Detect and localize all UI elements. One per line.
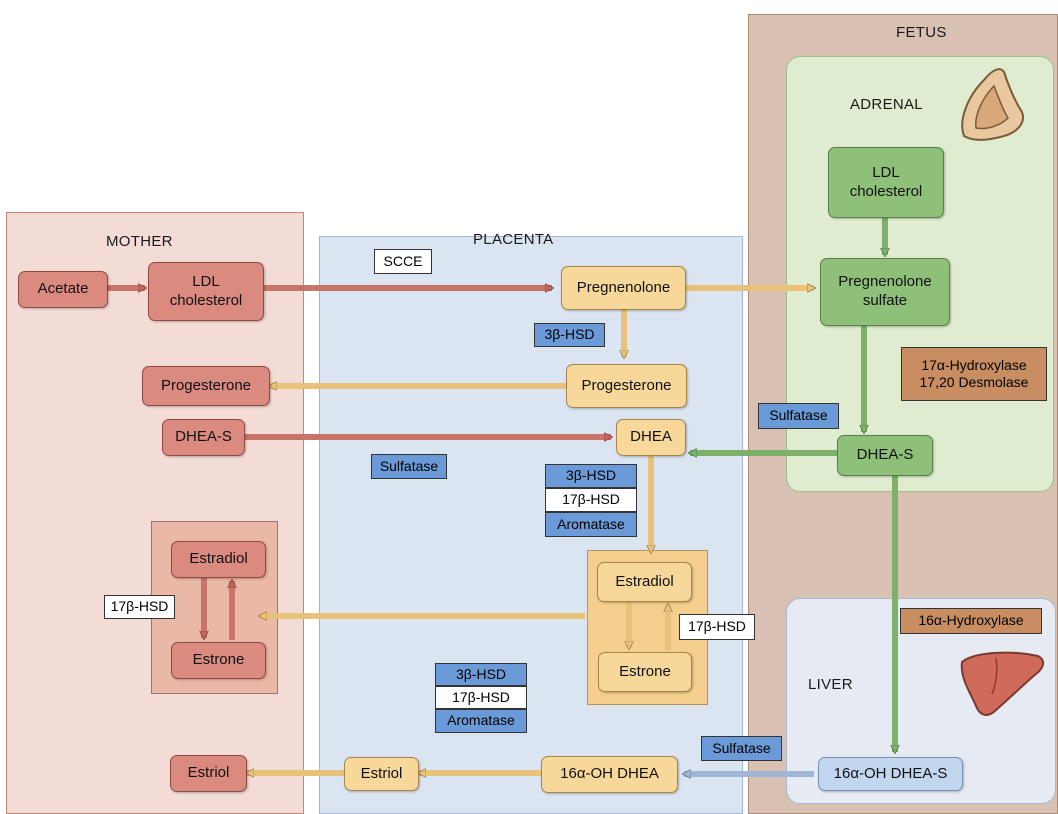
estrone-placenta-node: Estrone [598,652,692,692]
estrone-mother-node: Estrone [171,642,266,679]
progesterone-placenta-node: Progesterone [566,364,687,408]
aromatase-dhea-enzyme: Aromatase [545,512,637,537]
dheas-fetal-node: DHEA-S [837,435,933,476]
sulfatase-placenta-enzyme: Sulfatase [371,454,447,479]
17b-hsd-placenta-enzyme: 17β-HSD [679,614,755,640]
16a-hydroxylase-enzyme: 16α-Hydroxylase [900,608,1042,634]
adrenal-gland-icon [961,68,1024,141]
dheas-mother-node: DHEA-S [162,419,245,456]
dhea-node: DHEA [616,419,686,456]
liver-organ-icon [960,651,1044,716]
placenta-label: PLACENTA [473,231,554,248]
estradiol-mother-node: Estradiol [171,541,266,578]
sulfatase-adrenal-enzyme: Sulfatase [758,403,839,429]
estriol-mother-node: Estriol [170,755,247,792]
pregnenolone-node: Pregnenolone [561,266,686,310]
fetus-label: FETUS [896,24,947,41]
placenta-region [319,236,743,814]
mother-label: MOTHER [106,233,173,250]
sulfatase-liver-enzyme: Sulfatase [701,736,782,761]
adrenal-label: ADRENAL [850,96,923,113]
pregnenolone-sulfate-node: Pregnenolone sulfate [820,258,950,326]
acetate-node: Acetate [18,271,108,308]
3b-hsd-pregnenolone-enzyme: 3β-HSD [534,323,605,347]
oh-dhea-node: 16α-OH DHEA [541,756,678,793]
estriol-placenta-node: Estriol [344,757,419,791]
3b-hsd-ohdhea-enzyme: 3β-HSD [435,663,527,686]
17a-hydroxylase-desmolase-enzyme: 17α-Hydroxylase 17,20 Desmolase [901,347,1047,401]
3b-hsd-dhea-enzyme: 3β-HSD [545,464,637,488]
17b-hsd-ohdhea-enzyme: 17β-HSD [435,686,527,709]
liver-label: LIVER [808,676,853,693]
17b-hsd-mother-enzyme: 17β-HSD [104,595,175,619]
aromatase-ohdhea-enzyme: Aromatase [435,709,527,733]
progesterone-mother-node: Progesterone [142,366,270,406]
oh-dheas-node: 16α-OH DHEA-S [818,757,963,791]
ldl-cholesterol-mother-node: LDL cholesterol [148,262,264,321]
estradiol-placenta-node: Estradiol [597,562,692,602]
scce-enzyme-label: SCCE [374,249,432,274]
17b-hsd-dhea-enzyme: 17β-HSD [545,488,637,512]
ldl-cholesterol-fetal-node: LDL cholesterol [828,147,944,218]
